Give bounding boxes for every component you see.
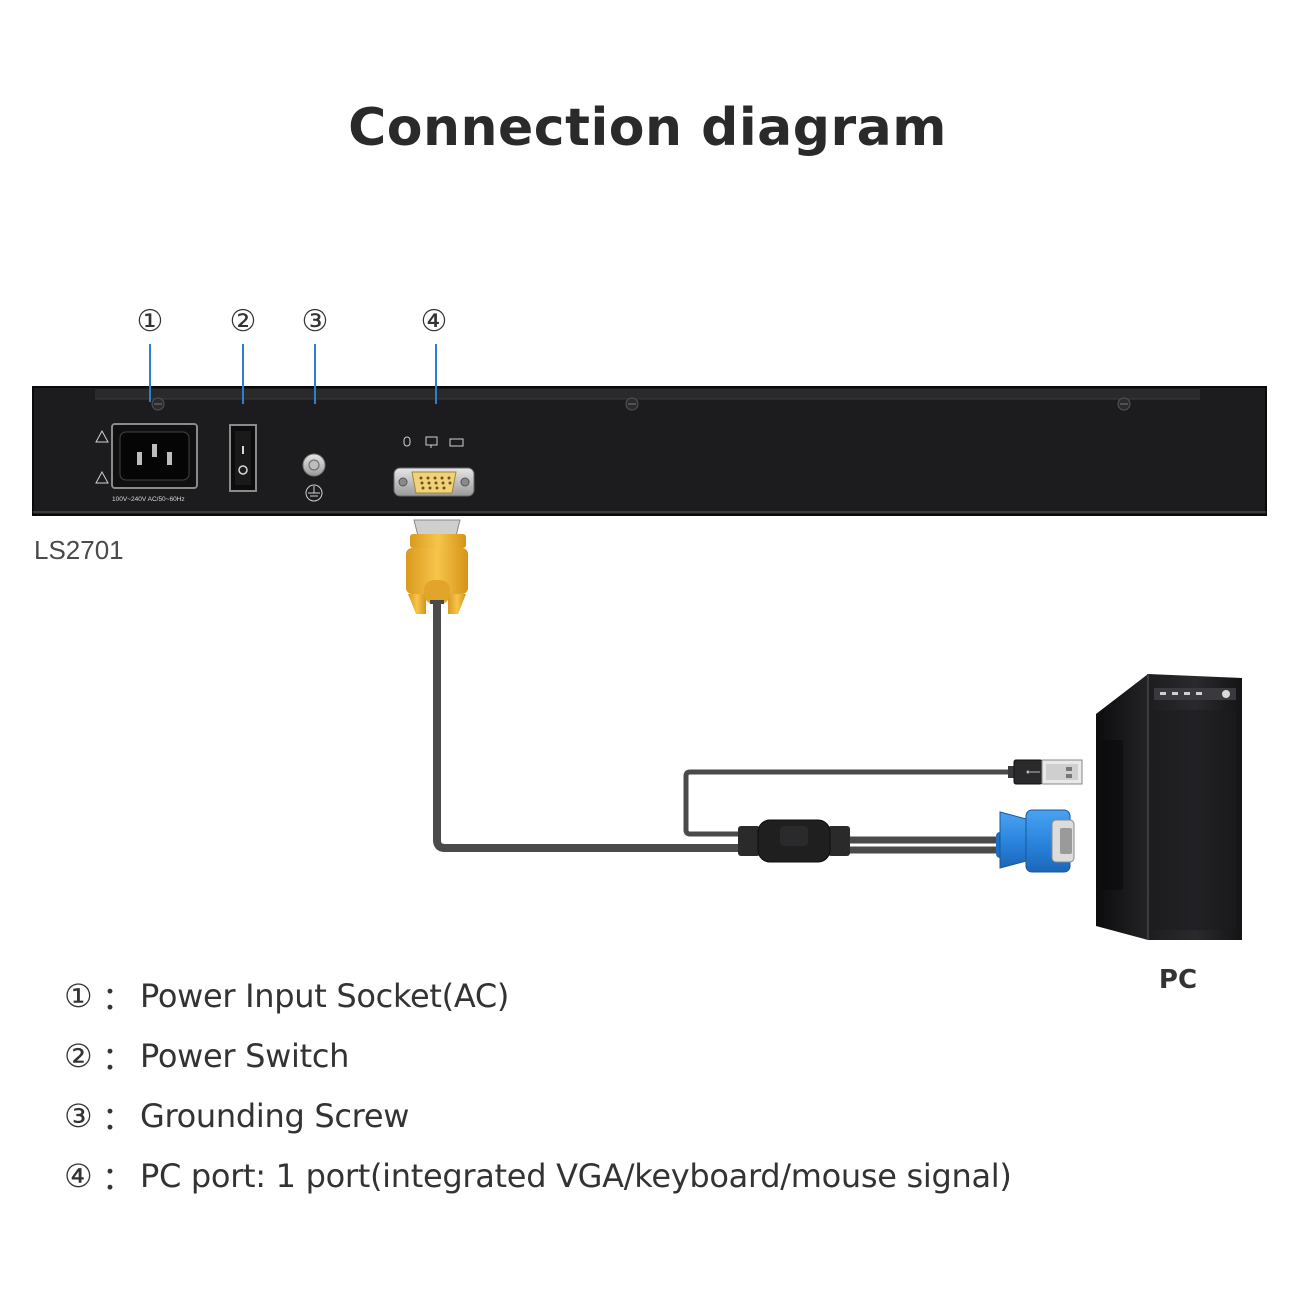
legend-number: ②: [64, 1037, 93, 1075]
legend-separator: ：: [102, 979, 135, 1017]
marker-3: ③: [302, 304, 329, 339]
pc-label: PC: [1159, 965, 1197, 995]
marker-2: ②: [230, 304, 257, 339]
legend-item: ②：Power Switch: [64, 1026, 1012, 1086]
vga-connector-device-side: [406, 519, 468, 614]
legend-text: Power Input Socket(AC): [140, 977, 510, 1015]
leader-lines: [149, 344, 437, 404]
device-back-panel: 100V~240V AC/50~60Hz: [32, 386, 1267, 516]
pc-tower: [1096, 674, 1242, 940]
power-input-socket: 100V~240V AC/50~60Hz: [95, 423, 198, 503]
page-title: Connection diagram: [348, 98, 947, 158]
panel-screw-icon: [151, 397, 165, 411]
marker-1: ①: [137, 304, 164, 339]
legend-text: Grounding Screw: [140, 1097, 410, 1135]
legend-separator: ：: [102, 1039, 135, 1077]
legend-number: ④: [64, 1157, 93, 1195]
kvm-cable: [433, 600, 1010, 863]
legend-number: ③: [64, 1097, 93, 1135]
device-model-label: LS2701: [34, 535, 124, 565]
panel-screw-icon: [625, 397, 639, 411]
power-switch: [229, 424, 257, 492]
warning-icon: [95, 429, 109, 484]
legend-item: ④：PC port: 1 port(integrated VGA/keyboar…: [64, 1146, 1012, 1206]
legend-text: Power Switch: [140, 1037, 350, 1075]
legend: ①：Power Input Socket(AC) ②：Power Switch …: [64, 966, 1012, 1206]
legend-separator: ：: [102, 1159, 135, 1197]
legend-text: PC port: 1 port(integrated VGA/keyboard/…: [140, 1157, 1012, 1195]
legend-number: ①: [64, 977, 93, 1015]
legend-item: ①：Power Input Socket(AC): [64, 966, 1012, 1026]
mouse-icon: [403, 436, 411, 447]
panel-screw-icon: [1117, 397, 1131, 411]
usb-icon: [1026, 770, 1040, 774]
legend-item: ③：Grounding Screw: [64, 1086, 1012, 1146]
grounding-screw: [302, 453, 326, 502]
keyboard-icon: [449, 438, 464, 447]
pc-port: [393, 436, 475, 497]
usb-connector: [1008, 759, 1083, 785]
vga-connector-pc-side: [996, 809, 1075, 873]
marker-4: ④: [421, 304, 448, 339]
power-rating-label: 100V~240V AC/50~60Hz: [112, 496, 185, 503]
legend-separator: ：: [102, 1099, 135, 1137]
monitor-icon: [425, 436, 438, 448]
ground-symbol-icon: [305, 484, 323, 502]
